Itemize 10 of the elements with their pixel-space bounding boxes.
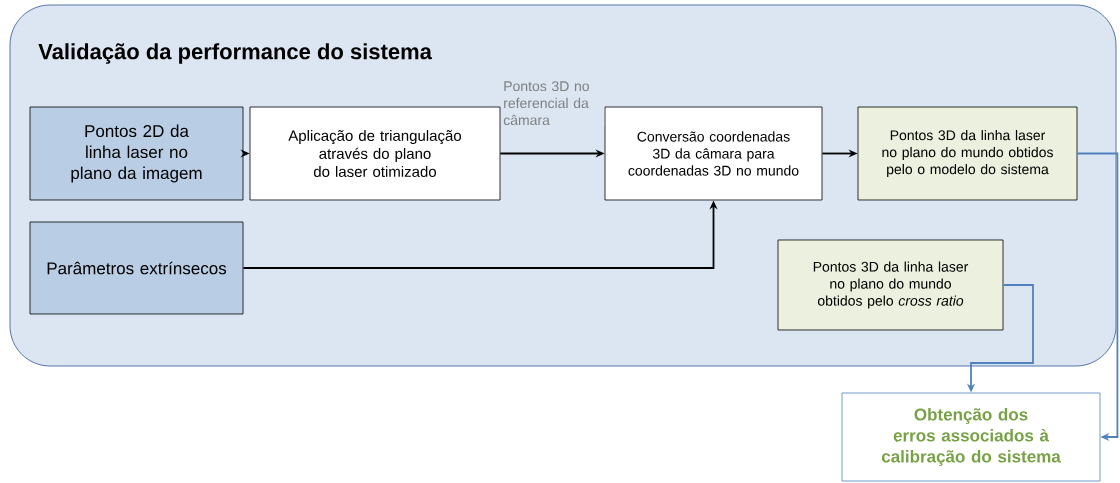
input-box: Parâmetros extrínsecos: [29, 221, 244, 315]
arrow: [1076, 152, 1119, 442]
input-box: Pontos 2D da linha laser no plano da imagem: [29, 106, 244, 201]
result-box: Obtenção dos erros associados à calibração do sistema: [841, 392, 1101, 482]
process-box: Aplicação de triangulação através do plano do laser otimizado: [249, 106, 501, 201]
process-box: Conversão coordenadas 3D da câmara para coordenadas 3D no mundo: [604, 106, 823, 201]
output-box: Pontos 3D da linha laser no plano do mundo obtidos pelo o modelo do sistema: [857, 106, 1078, 201]
edge-label: Pontos 3D no referencial da câmara: [502, 80, 605, 127]
output-box: Pontos 3D da linha laser no plano do mundo obtidos pelo cross ratio: [777, 239, 1004, 331]
panel-title: Validação da performance do sistema: [38, 43, 433, 64]
